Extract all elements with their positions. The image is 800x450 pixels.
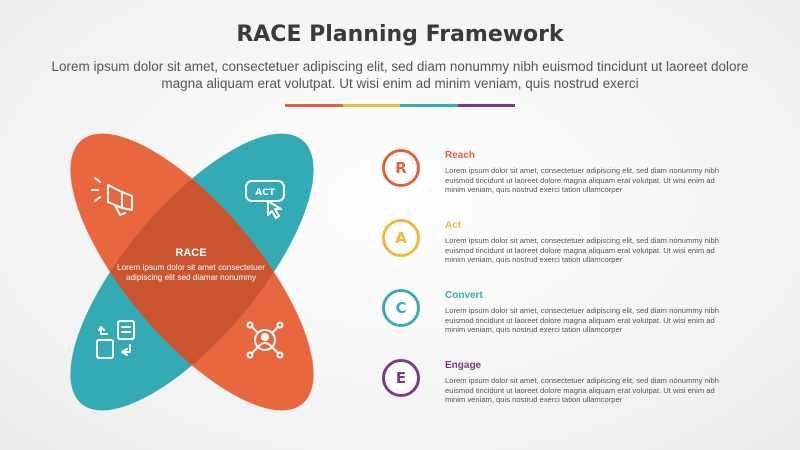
step-letter-badge: A [382,219,420,257]
center-description: Lorem ipsum dolor sit amet consectetuer … [117,263,265,282]
step-title: Act [445,220,462,231]
step-act: A Act Lorem ipsum dolor sit amet, consec… [380,215,740,275]
step-letter-badge: E [382,359,420,397]
step-description: Lorem ipsum dolor sit amet, consectetuer… [445,166,719,195]
accent-bar [285,104,515,107]
act-click-icon: ACT [245,180,285,219]
step-description: Lorem ipsum dolor sit amet, consectetuer… [445,376,719,405]
accent-segment-convert [400,104,458,107]
accent-segment-reach [285,104,343,107]
page-subtitle: Lorem ipsum dolor sit amet, consectetuer… [51,59,749,91]
center-label: RACE Lorem ipsum dolor sit amet consecte… [101,247,281,283]
documents-exchange-icon [96,320,135,359]
step-convert: C Convert Lorem ipsum dolor sit amet, co… [380,285,740,345]
step-title: Convert [445,290,483,301]
step-description: Lorem ipsum dolor sit amet, consectetuer… [445,236,719,265]
megaphone-icon [91,177,133,216]
race-cross-diagram: ACT [70,133,314,411]
user-network-icon [246,321,284,359]
step-reach: R Reach Lorem ipsum dolor sit amet, cons… [380,145,740,205]
step-title: Engage [445,360,482,371]
page-title: RACE Planning Framework [236,22,564,47]
svg-text:ACT: ACT [255,188,276,198]
step-letter-badge: C [382,289,420,327]
accent-segment-act [342,104,400,107]
step-title: Reach [445,150,476,161]
step-letter-badge: R [382,149,420,187]
accent-segment-engage [457,104,515,107]
step-engage: E Engage Lorem ipsum dolor sit amet, con… [380,355,740,415]
step-description: Lorem ipsum dolor sit amet, consectetuer… [445,306,719,335]
center-title: RACE [175,247,207,259]
